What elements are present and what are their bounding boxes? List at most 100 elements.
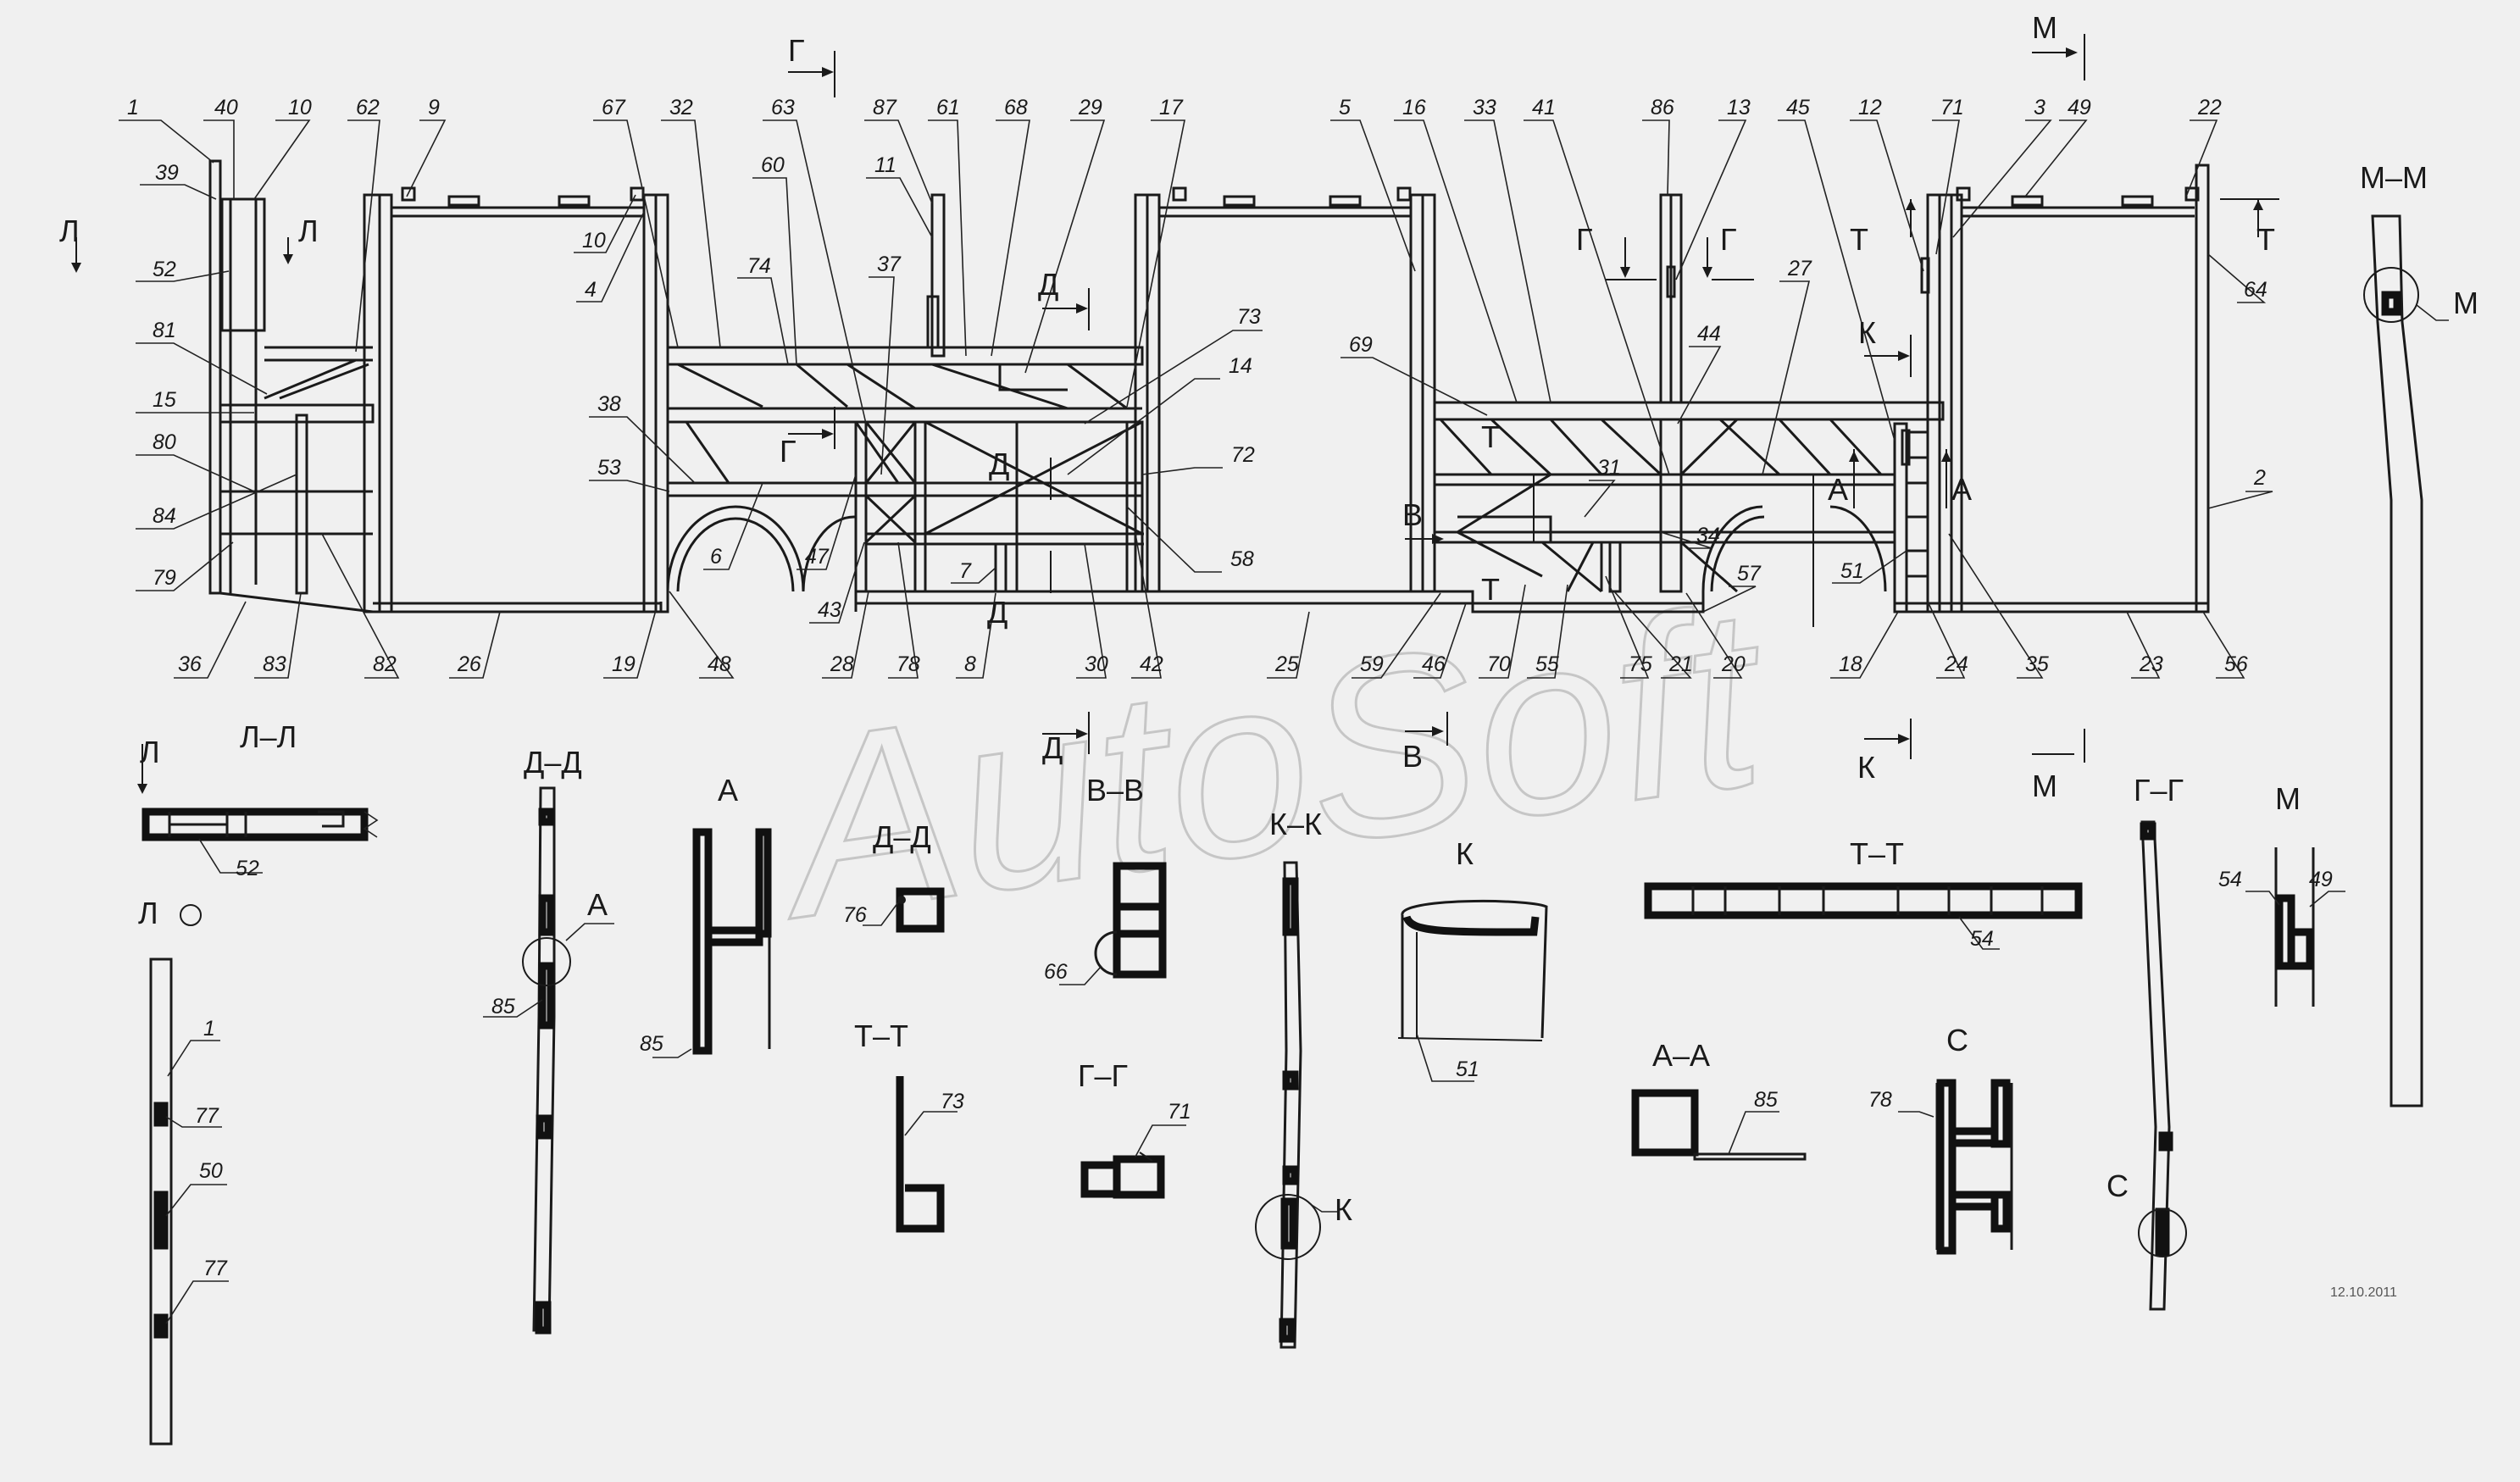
label-c85c: 85 <box>1754 1088 1778 1112</box>
detail-l1 <box>149 904 229 1446</box>
label-s-m1-circ: М <box>2453 286 2478 320</box>
label-st-a3c: А <box>587 887 608 922</box>
label-c48: 48 <box>708 652 731 676</box>
label-c20: 20 <box>1721 652 1746 676</box>
label-c44: 44 <box>1697 322 1721 346</box>
label-st-ll: Л–Л <box>240 719 297 754</box>
label-c23: 23 <box>2139 652 2163 676</box>
label-s-d1-b: Д <box>987 595 1007 630</box>
label-c54a: 54 <box>1970 927 1994 951</box>
label-c79: 79 <box>153 566 176 590</box>
label-c84: 84 <box>153 504 176 528</box>
label-c40: 40 <box>214 96 238 119</box>
label-st-a3: А <box>718 773 738 808</box>
label-s-k-bot: К <box>1857 750 1875 785</box>
label-c26: 26 <box>457 652 481 676</box>
label-c52b: 52 <box>236 857 259 880</box>
label-c86: 86 <box>1651 96 1674 119</box>
label-s-g1-a: Г <box>1576 222 1593 257</box>
label-c64: 64 <box>2244 278 2267 302</box>
label-c1: 1 <box>127 96 139 119</box>
label-c54b: 54 <box>2218 868 2242 891</box>
section-a-a <box>1631 1089 1807 1161</box>
main-frame-elevation <box>208 159 2210 613</box>
label-st-dd: Д–Д <box>524 745 582 780</box>
label-c3: 3 <box>2034 96 2045 119</box>
label-c39: 39 <box>155 161 179 185</box>
label-s-d1-a: Д <box>989 447 1009 481</box>
label-c59: 59 <box>1360 652 1384 676</box>
label-c13: 13 <box>1727 96 1751 119</box>
label-st-l1b: Л <box>140 735 160 769</box>
label-st-gg: Г–Г <box>2134 773 2184 808</box>
label-c1b: 1 <box>203 1017 215 1041</box>
label-c14: 14 <box>1229 354 1252 378</box>
label-c2: 2 <box>2253 466 2266 490</box>
label-c74: 74 <box>747 254 771 278</box>
label-c41: 41 <box>1532 96 1556 119</box>
label-st-k1: К <box>1456 836 1474 871</box>
label-c85b: 85 <box>640 1032 663 1056</box>
label-c80: 80 <box>153 430 176 454</box>
label-st-g1g1: Г–Г <box>1078 1058 1128 1093</box>
label-c45: 45 <box>1786 96 1810 119</box>
label-c16: 16 <box>1402 96 1426 119</box>
label-c55: 55 <box>1535 652 1559 676</box>
label-s-g-top: Г <box>788 33 805 68</box>
label-c17: 17 <box>1159 96 1184 119</box>
label-c51a: 51 <box>1840 559 1864 583</box>
label-c24: 24 <box>1944 652 1968 676</box>
label-s-v-top: В <box>1402 497 1423 532</box>
label-st-d1d1: Д–Д <box>873 819 931 854</box>
label-c8: 8 <box>964 652 976 676</box>
label-c5: 5 <box>1339 96 1351 119</box>
label-c47: 47 <box>805 545 830 569</box>
label-c63: 63 <box>771 96 795 119</box>
label-st-m1: М <box>2275 781 2301 816</box>
label-st-c2: С <box>1946 1023 1968 1057</box>
section-g-g <box>2138 820 2187 1311</box>
label-s-l-top2: Л <box>298 214 319 248</box>
label-c12: 12 <box>1858 96 1882 119</box>
label-c83: 83 <box>263 652 286 676</box>
section-g1-g1 <box>1080 1124 1186 1199</box>
label-c73b: 73 <box>941 1090 964 1113</box>
label-c60: 60 <box>761 153 785 177</box>
label-c22: 22 <box>2197 96 2222 119</box>
detail-k1 <box>1397 899 1548 1082</box>
label-c81: 81 <box>153 319 176 342</box>
label-c70: 70 <box>1487 652 1511 676</box>
label-c67: 67 <box>602 96 626 119</box>
label-c4: 4 <box>585 278 597 302</box>
label-s-a-r: А <box>1951 472 1972 507</box>
label-c66: 66 <box>1044 960 1068 984</box>
label-c58: 58 <box>1230 547 1254 571</box>
label-s-m-bot: М <box>2032 769 2057 803</box>
label-c72: 72 <box>1231 443 1255 467</box>
label-c6: 6 <box>710 545 722 569</box>
label-s-t1-b: Т <box>1481 572 1500 607</box>
label-s-t-r: Т <box>2256 222 2275 257</box>
label-c11: 11 <box>874 153 896 177</box>
drawing-date: 12.10.2011 <box>2330 1285 2397 1300</box>
detail-m1 <box>2245 847 2345 1007</box>
section-k-k <box>1255 861 1337 1349</box>
label-s-k-top: К <box>1858 315 1876 350</box>
label-s-a-l: А <box>1828 472 1848 507</box>
label-c50: 50 <box>199 1159 223 1183</box>
label-c85a: 85 <box>491 995 515 1019</box>
label-c36: 36 <box>178 652 202 676</box>
label-c57: 57 <box>1737 562 1762 586</box>
label-c34: 34 <box>1696 524 1720 547</box>
section-t-t <box>1644 882 2083 950</box>
label-c56: 56 <box>2224 652 2248 676</box>
label-c77a: 77 <box>195 1104 219 1128</box>
label-c43: 43 <box>818 598 841 622</box>
label-c71b: 71 <box>1168 1100 1191 1124</box>
label-c7: 7 <box>959 559 972 583</box>
label-c32: 32 <box>669 96 693 119</box>
